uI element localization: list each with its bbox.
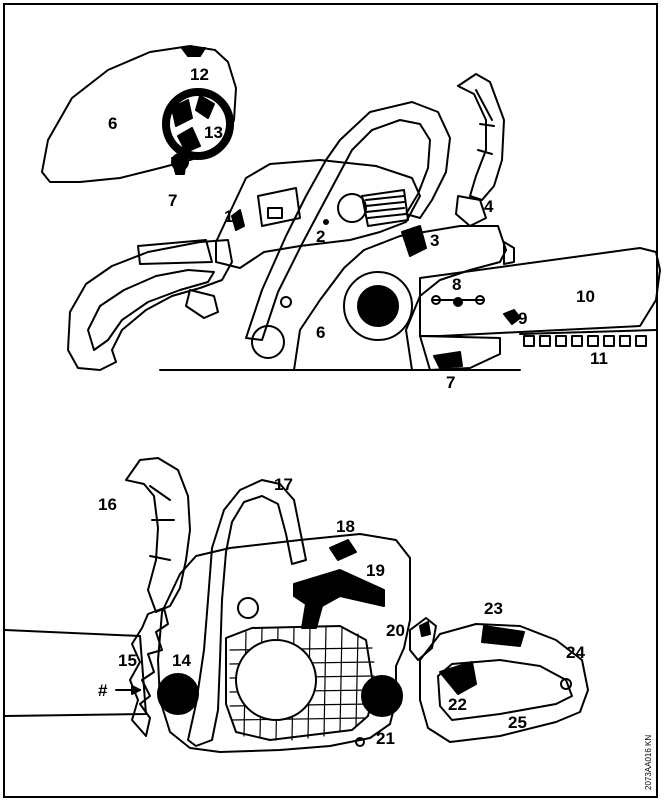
callout-13: 13 (204, 123, 223, 142)
callout-23: 23 (484, 599, 503, 618)
callout-7-cover: 7 (168, 191, 178, 210)
chainsaw-other-side-view (4, 457, 589, 753)
callout-6-cover: 6 (108, 114, 118, 133)
callout-2: 2 (316, 227, 326, 246)
callout-4: 4 (484, 197, 494, 216)
chainsaw-side-view (67, 73, 661, 371)
callout-22: 22 (448, 695, 467, 714)
callout-12: 12 (190, 65, 209, 84)
callout-5: 5 (358, 297, 368, 316)
sprocket-cover (41, 45, 237, 183)
callout-19: 19 (366, 561, 385, 580)
callout-3: 3 (430, 231, 440, 250)
callout-20: 20 (386, 621, 405, 640)
callout-6-body: 6 (316, 323, 326, 342)
callout-9: 9 (518, 309, 528, 328)
callout-10: 10 (576, 287, 595, 306)
callout-21: 21 (376, 729, 395, 748)
callout-16: 16 (98, 495, 117, 514)
figure-code: 2073AA016 KN (644, 734, 653, 790)
callout-15: 15 (118, 651, 137, 670)
callout-25: 25 (508, 713, 527, 732)
callout-8: 8 (452, 275, 462, 294)
callout-11: 11 (590, 349, 608, 368)
chain-teeth (523, 335, 647, 347)
callout-1: 1 (224, 207, 234, 226)
diagram-frame (3, 3, 658, 798)
callout-hash: # (98, 681, 108, 700)
callout-24: 24 (566, 643, 585, 662)
callout-18: 18 (336, 517, 355, 536)
callout-7-body: 7 (446, 373, 456, 392)
callout-14: 14 (172, 651, 191, 670)
callout-17: 17 (274, 475, 293, 494)
